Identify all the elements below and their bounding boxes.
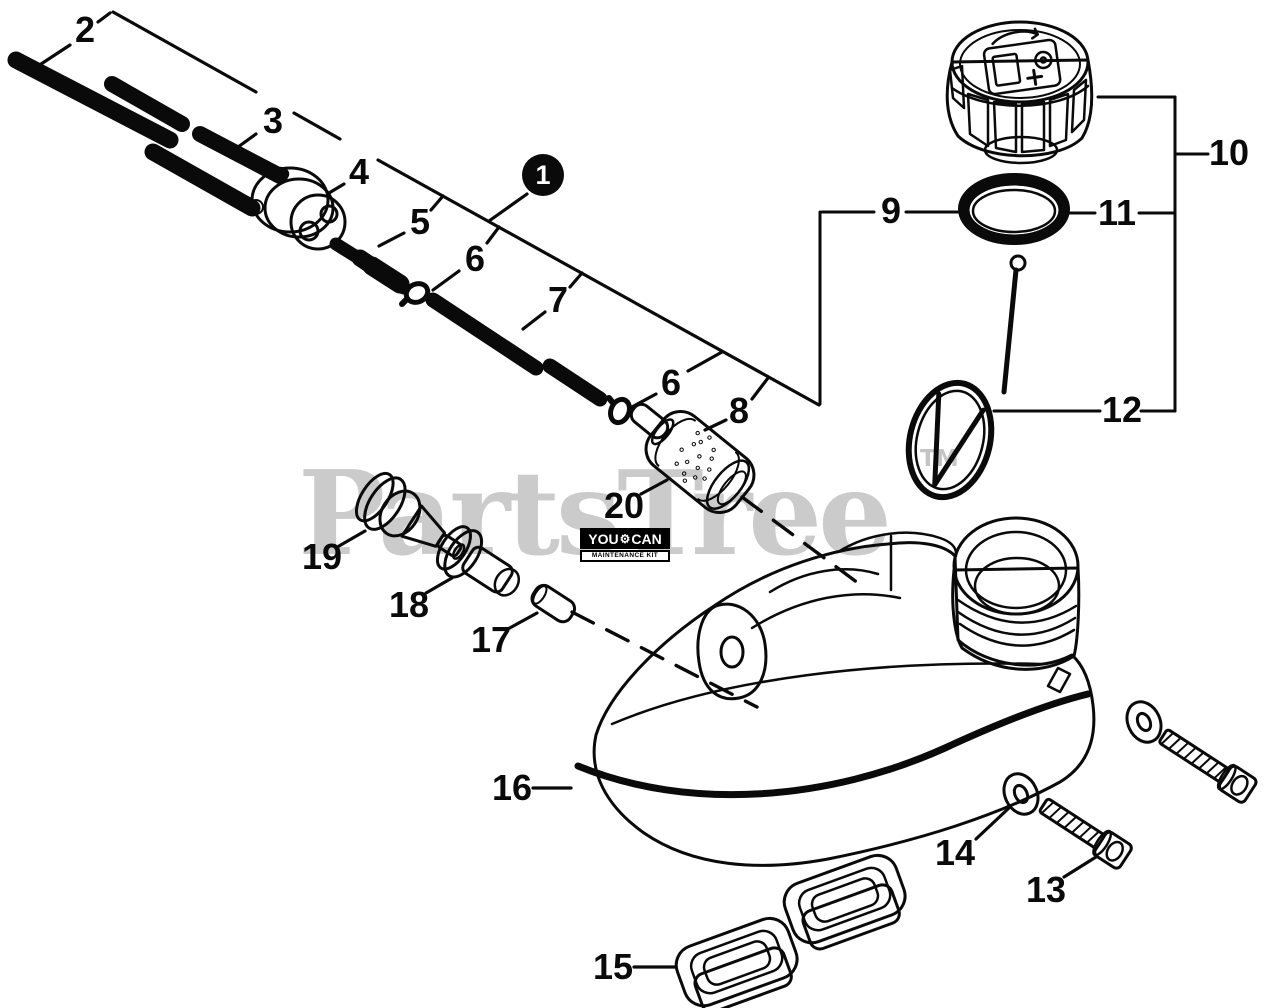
leader-lines: [36, 11, 1098, 969]
fuel-mix-icon: [982, 27, 1062, 96]
vent-tube-3: [104, 76, 290, 184]
callout-13: 13: [1025, 869, 1067, 910]
tank-grommet-15a: [782, 853, 907, 951]
kit-badge-subtitle: MAINTENANCE KIT: [580, 550, 670, 562]
callout-16: 16: [491, 767, 533, 808]
washer-14a: [1125, 700, 1163, 744]
callout-9: 9: [880, 190, 902, 231]
washer-14b: [1002, 772, 1040, 816]
callout-5: 5: [409, 201, 431, 242]
fuel-cap-10: [945, 20, 1094, 165]
line-clip-6b: [606, 395, 632, 426]
check-valve-19: [354, 471, 466, 560]
elbow-fitting-5: [329, 237, 410, 295]
callout-10: 10: [1208, 132, 1250, 173]
kit-badge-title: YOU ⚙ CAN: [580, 528, 670, 549]
tank-grommet-15b: [674, 916, 799, 1008]
callout-20: 20: [603, 485, 645, 526]
bracket-10: [992, 95, 1210, 413]
callout-11: 11: [1097, 192, 1137, 233]
callout-19: 19: [301, 536, 343, 577]
callout-15: 15: [592, 946, 634, 987]
tank-grommet-4: [250, 166, 347, 251]
kit-badge-can: CAN: [631, 530, 662, 547]
check-valve-18: [435, 525, 521, 597]
callout-6b: 6: [660, 362, 682, 403]
callout-18: 18: [388, 584, 430, 625]
callout-1-circle: 1: [522, 154, 564, 196]
kit-badge-you: YOU: [588, 530, 619, 547]
callout-7: 7: [547, 279, 569, 320]
callout-12: 12: [1101, 389, 1143, 430]
maintenance-kit-badge: YOU ⚙ CAN MAINTENANCE KIT: [580, 528, 670, 562]
cap-gasket-11: [958, 173, 1070, 245]
screw-13b: [1038, 797, 1133, 870]
line-clip-6a: [399, 281, 431, 307]
screw-13a: [1158, 728, 1258, 804]
callout-17: 17: [470, 619, 512, 660]
callout-6a: 6: [464, 238, 486, 279]
callout-4: 4: [348, 151, 370, 192]
callout-3: 3: [262, 100, 284, 141]
callout-14: 14: [934, 832, 976, 873]
fuel-line-2: [7, 51, 264, 217]
gear-icon: ⚙: [619, 531, 631, 546]
fuel-line-7: [425, 292, 608, 407]
assembly-axis-line: [111, 10, 821, 407]
fuel-filter-8: [629, 402, 756, 515]
bracket-9: [818, 210, 960, 406]
spacer-17: [530, 583, 577, 624]
fuel-tank-16: [574, 516, 1096, 867]
callout-2: 2: [74, 9, 96, 50]
callout-8: 8: [728, 390, 750, 431]
cap-retainer-12: [905, 254, 1027, 501]
